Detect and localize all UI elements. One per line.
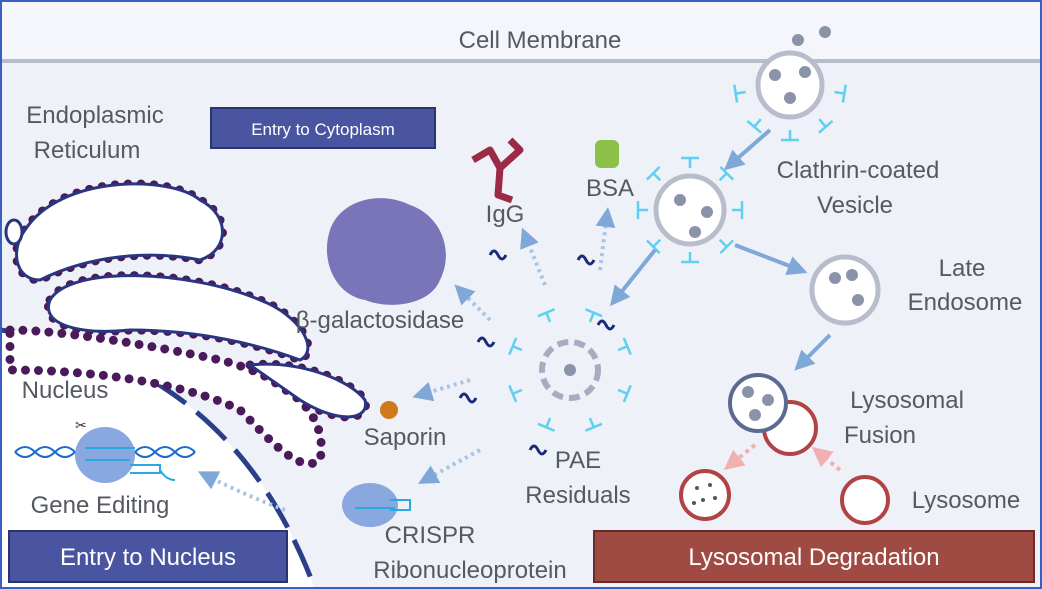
pae-polymer <box>476 336 496 348</box>
pathway-arrows <box>610 128 832 371</box>
clathrin-label-line1: Clathrin-coated <box>777 157 940 184</box>
saporin-label: Saporin <box>364 424 447 451</box>
entry-to-cytoplasm-box: Entry to Cytoplasm <box>210 107 436 149</box>
gene-editing-label: Gene Editing <box>31 492 170 519</box>
clathrin-spike <box>733 84 746 103</box>
cargo-particle <box>674 194 686 206</box>
lysosome <box>840 475 890 525</box>
cargo-particle <box>852 294 864 306</box>
clathrin-spike <box>537 308 556 323</box>
late-endosome-label-line2: Endosome <box>908 289 1023 316</box>
clathrin-spike <box>718 165 735 182</box>
cargo-particle <box>749 409 761 421</box>
bsa-icon <box>595 140 619 168</box>
clathrin-spike <box>508 337 523 356</box>
saporin-icon <box>380 401 398 419</box>
clathrin-spike <box>645 165 662 182</box>
cell-membrane-label: Cell Membrane <box>459 27 622 54</box>
clathrin-spike <box>645 238 662 255</box>
cargo-particle <box>769 69 781 81</box>
clathrin-spike <box>781 130 799 142</box>
cargo-particle <box>829 272 841 284</box>
scissors-icon: ✂ <box>75 417 87 433</box>
clathrin-spike <box>681 156 699 168</box>
lysosomal-degradation-box: Lysosomal Degradation <box>593 530 1035 583</box>
entry-to-nucleus-box: Entry to Nucleus <box>8 530 288 583</box>
pae-polymer <box>488 249 508 261</box>
beta-galactosidase-label: β-galactosidase <box>296 307 465 334</box>
clathrin-spike <box>617 384 632 403</box>
clathrin-spike <box>718 238 735 255</box>
lysosomal-fusion-label-line2: Fusion <box>844 422 916 449</box>
clathrin-spike <box>617 337 632 356</box>
clathrin-label-line2: Vesicle <box>817 192 893 219</box>
cargo-particle <box>742 386 754 398</box>
cargo-particle <box>564 364 576 376</box>
release-arrows <box>197 207 616 512</box>
beta-galactosidase-icon <box>326 198 446 305</box>
cargo-particle <box>762 394 774 406</box>
bsa-label: BSA <box>586 175 634 202</box>
clathrin-spike <box>508 384 523 403</box>
lysosome-label: Lysosome <box>912 487 1021 514</box>
er-label-line2: Reticulum <box>34 137 141 164</box>
clathrin-spike <box>818 118 834 134</box>
clathrin-spike <box>834 84 847 103</box>
extracellular-space <box>0 0 1042 60</box>
endoplasmic-reticulum <box>4 179 370 469</box>
late-endosome <box>809 254 881 326</box>
clathrin-spike <box>584 308 603 323</box>
nucleus-label: Nucleus <box>22 377 109 404</box>
cargo-particle <box>799 66 811 78</box>
fusing-endosome <box>728 373 788 433</box>
cargo-particle <box>689 226 701 238</box>
clathrin-spike <box>681 252 699 264</box>
crispr-label-line1: CRISPR <box>385 522 476 549</box>
crispr-label-line2: Ribonucleoprotein <box>373 557 566 584</box>
crispr-rnp-icon <box>342 483 411 527</box>
pae-polymer <box>596 319 616 331</box>
entry-to-cytoplasm-label: Entry to Cytoplasm <box>251 120 395 139</box>
cargo-particle <box>701 206 713 218</box>
late-endosome-label-line1: Late <box>939 255 986 282</box>
nucleus-region <box>0 330 315 589</box>
clathrin-coated-vesicle <box>636 156 744 264</box>
clathrin-spike <box>584 417 603 432</box>
clathrin-spike <box>746 118 762 134</box>
cargo-particle <box>784 92 796 104</box>
protein-cargo-particles <box>564 26 864 421</box>
degrading-lysosome <box>679 469 731 521</box>
escaping-vesicle <box>508 308 632 432</box>
cargo-particle <box>819 26 831 38</box>
pae-residuals-label-line1: PAE <box>555 447 601 474</box>
gene-editing-icon: ✂ <box>14 417 196 483</box>
er-label-line1: Endoplasmic <box>26 102 163 129</box>
clathrin-spike <box>636 201 648 219</box>
igg-label: IgG <box>486 201 525 228</box>
pae-polymer <box>458 392 478 404</box>
cargo-particle <box>792 34 804 46</box>
clathrin-spike <box>732 201 744 219</box>
cargo-particle <box>846 269 858 281</box>
clathrin-spike <box>537 417 556 432</box>
pae-residuals-label-line2: Residuals <box>525 482 630 509</box>
degradation-arrows <box>723 443 842 472</box>
pae-polymer-strands <box>458 249 616 456</box>
lysosomal-fusion-label-line1: Lysosomal <box>850 387 964 414</box>
igg-icon <box>471 137 524 204</box>
entry-to-nucleus-label: Entry to Nucleus <box>60 544 236 571</box>
pae-polymer <box>576 254 596 266</box>
pae-polymer <box>528 444 548 456</box>
lysosomal-degradation-label: Lysosomal Degradation <box>688 544 939 571</box>
